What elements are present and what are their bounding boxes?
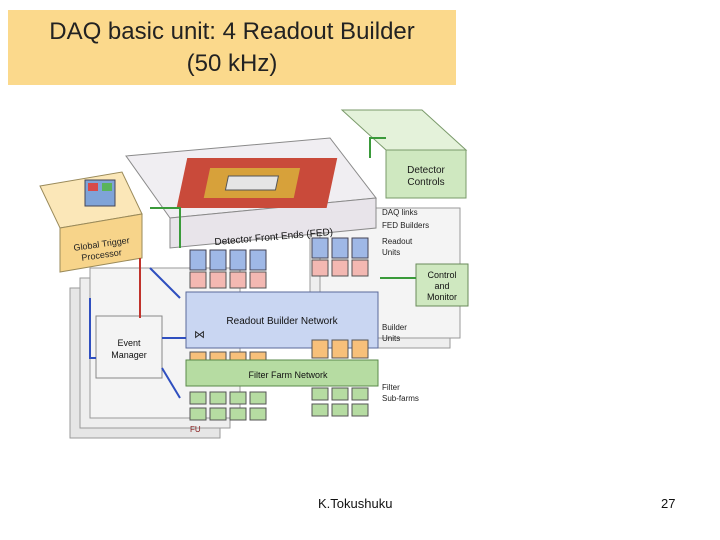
readout-builder-network: Readout Builder Network ⋈ xyxy=(185,291,379,349)
readout-builder-network-label: Readout Builder Network xyxy=(226,316,338,327)
daq-links-row xyxy=(189,237,369,271)
filter-subfarms-label-2: Sub-farms xyxy=(382,394,419,403)
detector-controls-box: Detector Controls xyxy=(340,109,468,199)
title-line-2: (50 kHz) xyxy=(186,50,278,77)
readout-units-row xyxy=(189,259,369,289)
title-box: DAQ basic unit: 4 Readout Builder (50 kH… xyxy=(8,10,456,85)
filter-subfarms-label-1: Filter xyxy=(382,383,400,392)
builder-units-label-1: Builder xyxy=(382,323,407,332)
filter-units-grid xyxy=(189,387,369,421)
global-trigger-box: Global Trigger Processor xyxy=(39,171,143,273)
daq-links-label: DAQ links xyxy=(382,208,418,217)
and-label: and xyxy=(434,281,449,291)
wiring xyxy=(89,137,416,399)
page-number: 27 xyxy=(661,496,676,511)
footer-author: K.Tokushuku xyxy=(318,496,393,511)
fu-label: FU xyxy=(190,425,201,434)
fed-box: Detector Front Ends (FED) xyxy=(125,137,377,249)
monitor-label: Monitor xyxy=(427,292,457,302)
title-line-1: DAQ basic unit: 4 Readout Builder xyxy=(49,18,415,45)
filter-farm-network: Filter Farm Network xyxy=(185,359,379,387)
readout-units-label-1: Readout xyxy=(382,237,413,246)
control-label: Control xyxy=(427,270,456,280)
switch-icon: ⋈ xyxy=(194,329,205,341)
daq-architecture-diagram: Detector Controls Detector Front Ends (F… xyxy=(39,109,469,439)
readout-units-label-2: Units xyxy=(382,248,400,257)
fed-builders-label: FED Builders xyxy=(382,221,429,230)
builder-units-label-2: Units xyxy=(382,334,400,343)
event-manager-box: Event Manager xyxy=(95,315,163,379)
filter-farm-network-label: Filter Farm Network xyxy=(248,370,328,380)
event-manager-label-2: Manager xyxy=(111,350,147,360)
detector-controls-label-2: Controls xyxy=(407,177,444,188)
event-manager-label-1: Event xyxy=(117,338,141,348)
detector-controls-label-1: Detector xyxy=(407,165,445,176)
control-monitor-box: Control and Monitor xyxy=(415,263,469,307)
